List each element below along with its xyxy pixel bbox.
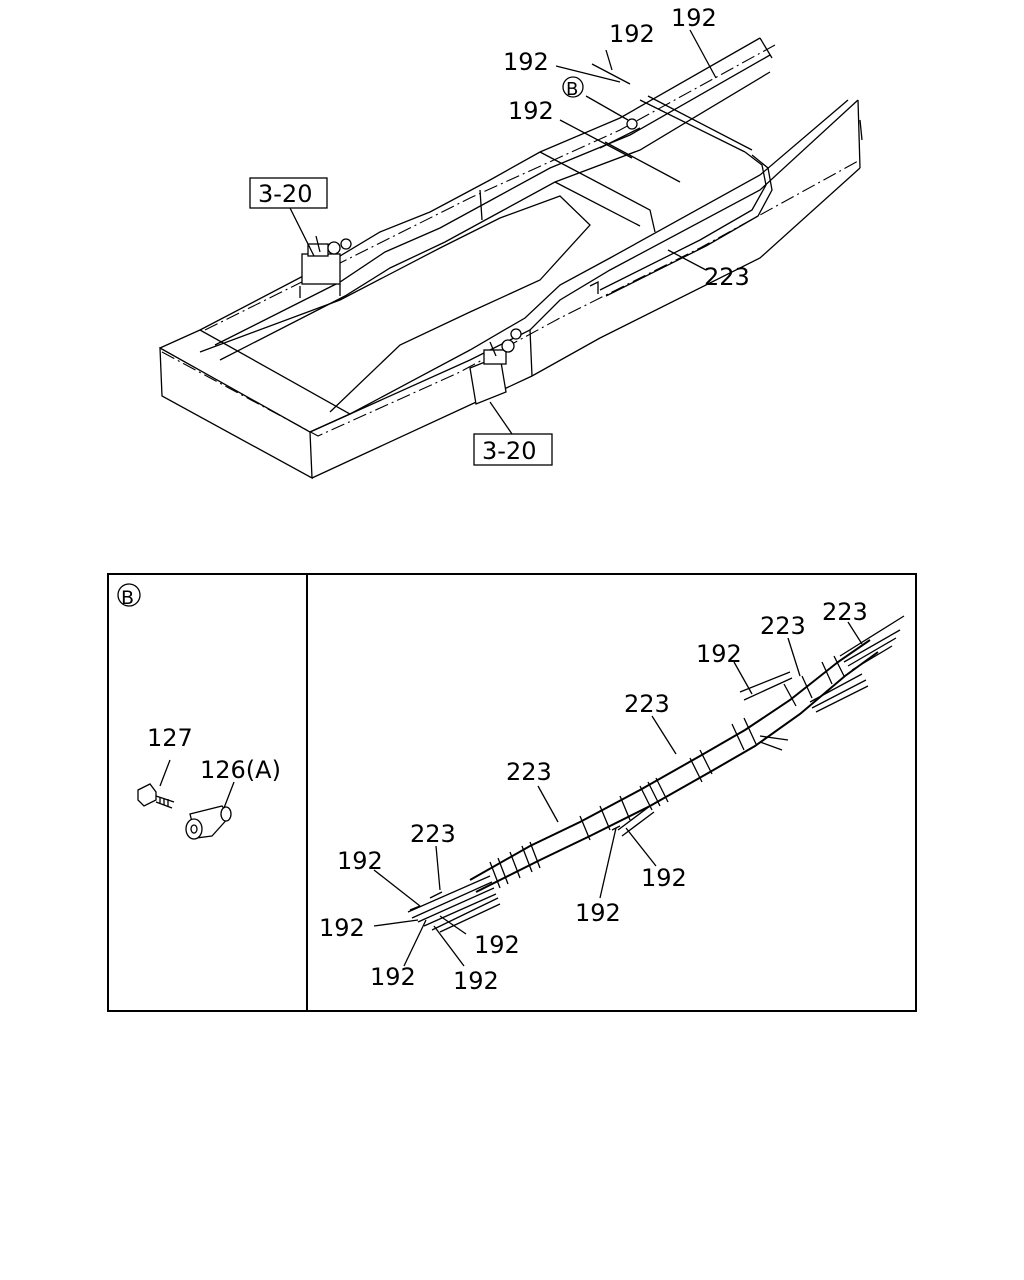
callout-192-bottom-3: 192 xyxy=(453,967,499,995)
callout-192-top: 192 xyxy=(671,4,717,32)
callout-223-center: 223 xyxy=(624,690,670,718)
upper-leader-lines xyxy=(289,29,717,435)
ref-box-upper-frame xyxy=(249,177,328,209)
callout-126a: 126(A) xyxy=(200,756,281,784)
ref-box-lower-frame xyxy=(473,433,553,466)
bolt-and-fitting-drawing xyxy=(137,759,235,840)
callout-192-center-low: 192 xyxy=(575,899,621,927)
callout-127: 127 xyxy=(147,724,193,752)
callout-223-right: 223 xyxy=(760,612,806,640)
brake-valve-upper xyxy=(299,235,352,298)
detail-b-marker-circle xyxy=(562,76,584,98)
detail-b-marker: B xyxy=(566,79,578,100)
callout-223-left: 223 xyxy=(410,820,456,848)
callout-192-left: 192 xyxy=(503,48,549,76)
callout-192-bottom-2: 192 xyxy=(370,963,416,991)
ref-box-lower[interactable]: 3-20 xyxy=(482,437,536,465)
callout-192-bottom-1: 192 xyxy=(474,931,520,959)
harness-leader-lines xyxy=(373,621,863,967)
detail-b-label: B xyxy=(121,587,134,609)
callout-223-mid: 223 xyxy=(506,758,552,786)
callout-192-mid: 192 xyxy=(508,97,554,125)
wiring-harness-drawing xyxy=(407,615,905,933)
callout-223: 223 xyxy=(704,263,750,291)
detail-b-circle xyxy=(117,583,141,607)
callout-192-left-mid: 192 xyxy=(319,914,365,942)
callout-192-center-right: 192 xyxy=(641,864,687,892)
callout-192-left-top: 192 xyxy=(337,847,383,875)
brake-valve-lower xyxy=(469,328,522,405)
callout-192-top-left: 192 xyxy=(609,20,655,48)
ref-box-upper[interactable]: 3-20 xyxy=(258,180,312,208)
callout-192-right: 192 xyxy=(696,640,742,668)
callout-223-far-right: 223 xyxy=(822,598,868,626)
detail-panel xyxy=(107,573,917,1012)
